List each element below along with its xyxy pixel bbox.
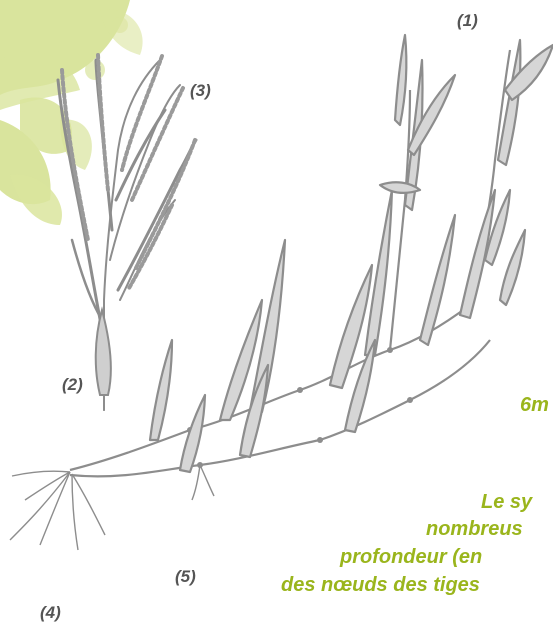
text-fragment-size: 6m: [520, 395, 549, 415]
label-1: (1): [457, 12, 478, 29]
label-2: (2): [62, 376, 83, 393]
label-4: (4): [40, 604, 61, 621]
text-line-3: profondeur (en: [340, 547, 482, 567]
text-line-2: nombreus: [426, 519, 523, 539]
text-line-4: des nœuds des tiges: [281, 575, 480, 595]
text-line-1: Le sy: [481, 492, 532, 512]
label-3: (3): [190, 82, 211, 99]
stolon-plant: [10, 35, 553, 550]
label-5: (5): [175, 568, 196, 585]
inflorescence-plant: [58, 55, 196, 410]
